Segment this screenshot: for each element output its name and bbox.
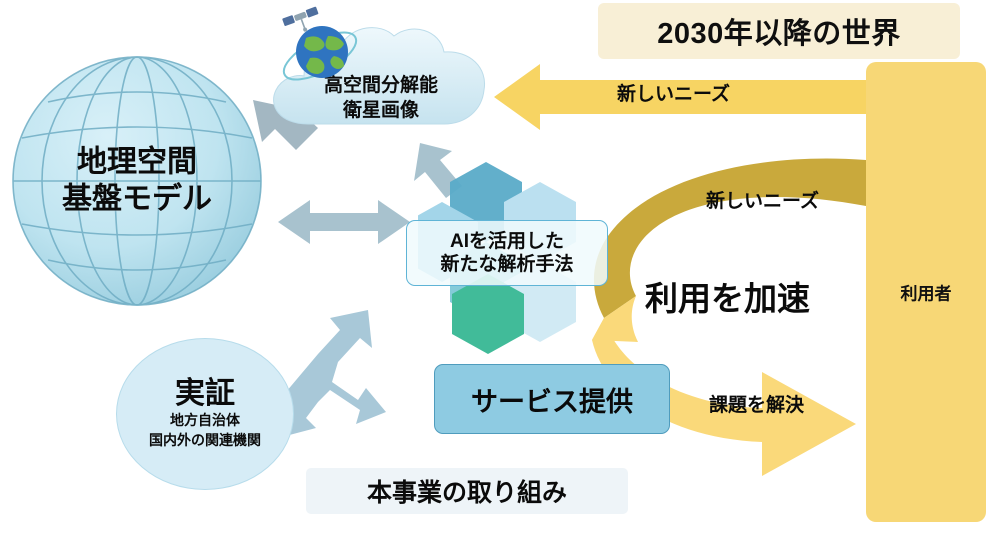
user-column-label: 利用者	[900, 284, 952, 304]
geospatial-globe: 地理空間 基盤モデル	[8, 52, 266, 310]
globe-label-line1: 地理空間	[77, 145, 197, 179]
geospatial-globe-label: 地理空間 基盤モデル	[8, 144, 266, 217]
project-caption: 本事業の取り組み	[306, 468, 628, 514]
needs-curve-arrow-label: 新しいニーズ	[706, 191, 820, 212]
satellite-image-cloud-label: 高空間分解能 衛星画像	[262, 73, 500, 124]
proof-circle: 実証 地方自治体 国内外の関連機関	[116, 338, 294, 490]
ai-label-line2: 新たな解析手法	[440, 254, 574, 275]
future-world-banner: 2030年以降の世界	[598, 3, 960, 59]
service-provision-box: サービス提供	[434, 364, 670, 434]
cloud-label-line1: 高空間分解能	[323, 75, 438, 96]
globe-icon	[12, 56, 262, 306]
service-provision-label: サービス提供	[471, 386, 633, 417]
globe-label-line2: 基盤モデル	[62, 182, 212, 215]
project-caption-label: 本事業の取り組み	[366, 479, 567, 507]
cloud-label-line2: 衛星画像	[342, 100, 419, 122]
ai-label-line1: AIを活用した	[449, 230, 564, 252]
user-column: 利用者	[866, 62, 986, 522]
accelerate-label: 利用を加速	[645, 280, 810, 317]
proof-circle-title: 実証	[175, 376, 235, 410]
proof-circle-sub1: 地方自治体	[170, 411, 240, 428]
solve-arrow-label: 課題を解決	[709, 395, 805, 416]
satellite-earth-icon	[282, 6, 358, 81]
needs-straight-arrow-label: 新しいニーズ	[617, 84, 731, 105]
future-world-banner-label: 2030年以降の世界	[657, 18, 901, 50]
proof-circle-sub2: 国内外の関連機関	[149, 432, 261, 448]
ai-analysis-box-label: AIを活用した 新たな解析手法	[407, 221, 607, 285]
hexagon-bottom-green	[452, 274, 524, 354]
ai-analysis-box: AIを活用した 新たな解析手法	[406, 220, 608, 286]
